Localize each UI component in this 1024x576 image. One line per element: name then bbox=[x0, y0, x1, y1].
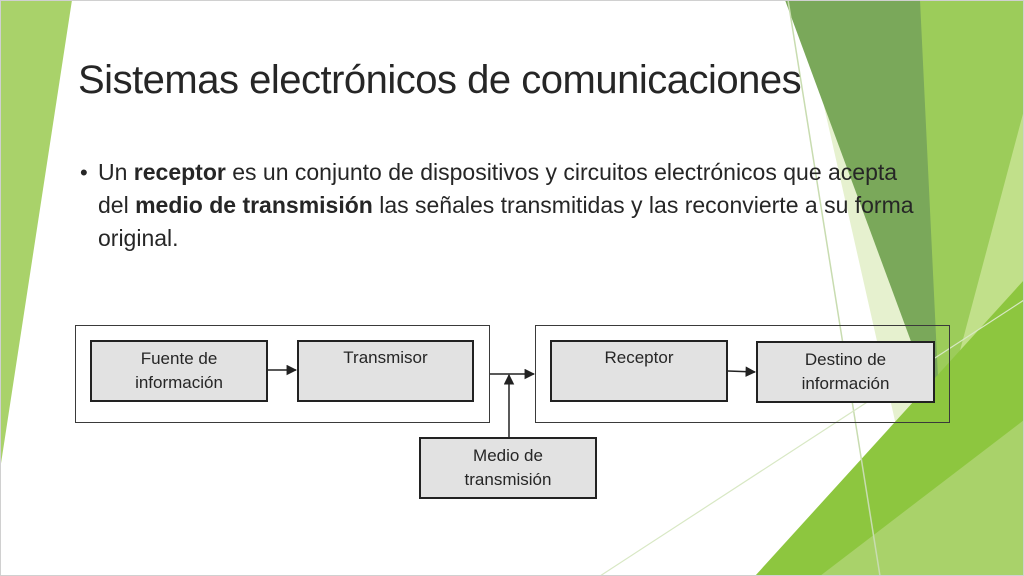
medium-box: Medio de transmisión bbox=[419, 437, 597, 499]
source-label: Fuente de información bbox=[135, 349, 223, 392]
bullet-text-part2: es un conjunto de dispositivos y circuit… bbox=[98, 159, 898, 218]
bullet-text-part1: Un bbox=[98, 159, 134, 185]
receiver-side-frame bbox=[535, 325, 950, 423]
transmitter-side-frame bbox=[75, 325, 490, 423]
receiver-box: Receptor bbox=[550, 340, 728, 402]
transmitter-box: Transmisor bbox=[297, 340, 474, 402]
destination-label: Destino de información bbox=[801, 350, 890, 393]
bullet-text-part3: las señales transmitidas y las reconvier… bbox=[98, 192, 914, 251]
bullet-bold-receptor: receptor bbox=[133, 159, 226, 185]
receiver-label: Receptor bbox=[604, 348, 674, 367]
medium-label: Medio de transmisión bbox=[464, 446, 552, 489]
slide-title: Sistemas electrónicos de comunicaciones bbox=[78, 58, 802, 102]
thin-line-2 bbox=[599, 299, 1024, 576]
destination-box: Destino de información bbox=[756, 341, 935, 403]
thin-line-1 bbox=[787, 0, 881, 576]
transmitter-label: Transmisor bbox=[343, 348, 428, 367]
bullet-list: • Un receptor es un conjunto de disposit… bbox=[80, 156, 920, 255]
bullet-text: Un receptor es un conjunto de dispositiv… bbox=[98, 156, 920, 255]
bullet-item: • Un receptor es un conjunto de disposit… bbox=[80, 156, 920, 255]
bottom-pale-triangle bbox=[820, 420, 1024, 576]
bullet-bold-medio: medio de transmisión bbox=[135, 192, 373, 218]
source-box: Fuente de información bbox=[90, 340, 268, 402]
left-green-triangle bbox=[0, 0, 72, 470]
bullet-icon: • bbox=[80, 160, 88, 185]
